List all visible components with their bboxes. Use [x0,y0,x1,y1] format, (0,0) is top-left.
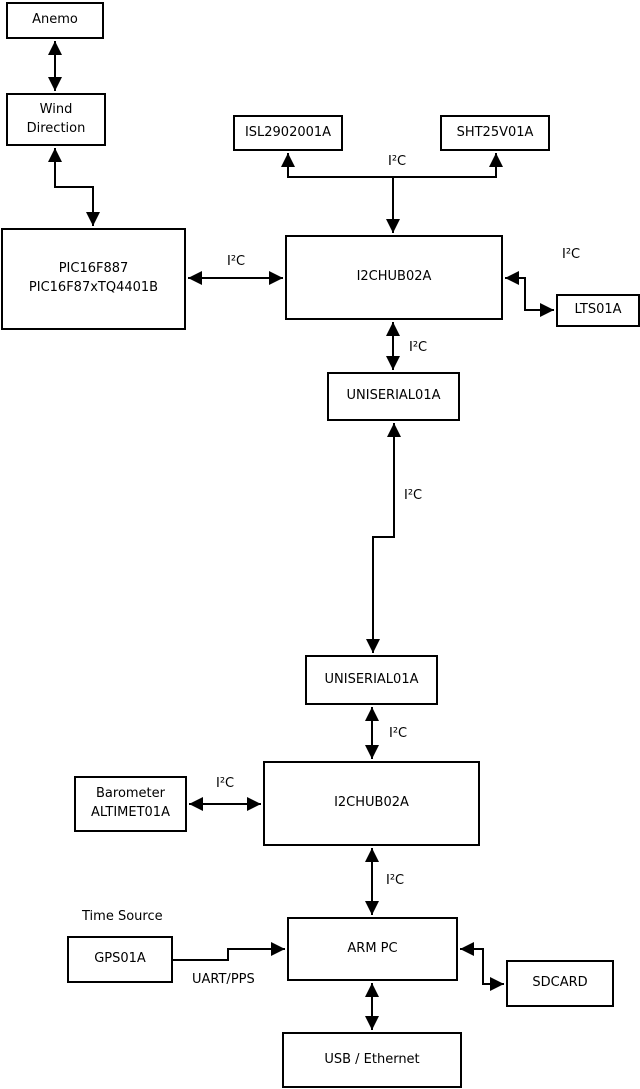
node-i2chub-top-label: I2CHUB02A [356,269,432,285]
edge-label-i2c-hub-armpc: I²C [386,873,405,888]
edge-uniserial-top-uniserial-bottom [366,423,401,653]
node-sht25v01a: SHT25V01A [440,115,550,151]
edge-gps-armpc [173,942,285,961]
node-anemo: Anemo [6,2,104,39]
node-wind-direction: Wind Direction [6,93,106,146]
node-barometer-label: Barometer ALTIMET01A [91,786,170,820]
edge-label-i2c-barometer: I²C [216,776,235,791]
node-gps01a-label: GPS01A [94,951,146,967]
node-arm-pc: ARM PC [287,917,458,981]
edge-label-i2c-uniserial-hub: I²C [389,726,408,741]
node-gps01a: GPS01A [67,936,173,983]
node-pic-label: PIC16F887 PIC16F87xTQ4401B [28,261,159,295]
node-lts01a-label: LTS01A [574,302,622,318]
node-arm-pc-label: ARM PC [347,940,398,956]
node-anemo-label: Anemo [32,12,78,28]
edge-winddirection-pic [48,148,100,226]
node-uniserial-top: UNISERIAL01A [327,372,460,421]
edge-armpc-sdcard [460,942,504,991]
edge-label-uart-pps: UART/PPS [192,972,255,987]
node-i2chub-bottom-label: I2CHUB02A [334,795,409,811]
node-uniserial-top-label: UNISERIAL01A [346,388,441,404]
edge-label-i2c-lts: I²C [562,247,581,262]
edge-label-i2c-sensor-bus: I²C [388,154,407,169]
edge-label-i2c-uniserial-link: I²C [404,488,423,503]
node-i2chub-bottom: I2CHUB02A [263,761,480,846]
edge-i2chub-top-lts [505,271,554,317]
node-uniserial-bottom: UNISERIAL01A [305,655,438,705]
node-lts01a: LTS01A [556,294,640,327]
node-i2chub-top: I2CHUB02A [285,235,503,320]
edge-i2cbus-isl [281,153,394,178]
node-wind-direction-label: Wind Direction [26,101,86,136]
edge-i2cbus-sht [392,153,503,178]
node-uniserial-bottom-label: UNISERIAL01A [324,671,419,687]
node-barometer: Barometer ALTIMET01A [74,776,187,832]
node-pic: PIC16F887 PIC16F87xTQ4401B [1,228,186,330]
node-usb-ethernet: USB / Ethernet [282,1032,462,1088]
edge-label-i2c-pic-hub: I²C [227,254,246,269]
node-isl2902001a: ISL2902001A [233,115,343,151]
node-sdcard-label: SDCARD [532,975,588,991]
node-isl2902001a-label: ISL2902001A [244,124,332,140]
node-sht25v01a-label: SHT25V01A [456,124,534,140]
caption-time-source: Time Source [82,909,163,924]
node-usb-ethernet-label: USB / Ethernet [324,1051,420,1067]
node-sdcard: SDCARD [506,960,614,1007]
edge-label-i2c-hub-uniserial: I²C [409,340,428,355]
